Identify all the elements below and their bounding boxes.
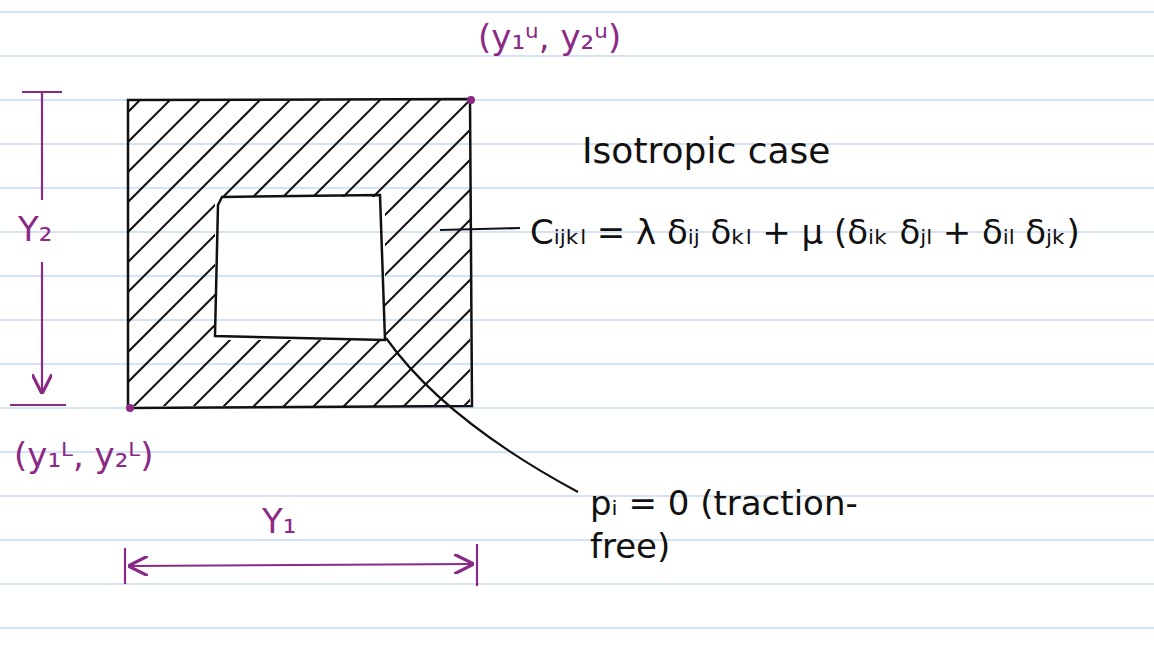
unit-cell-outline: [128, 99, 472, 408]
stiffness-formula: Cᵢⱼₖₗ = λ δᵢⱼ δₖₗ + μ (δᵢₖ δⱼₗ + δᵢₗ δⱼₖ…: [530, 200, 1090, 265]
leader-line: [440, 228, 520, 230]
dimension-label: Y₁: [262, 500, 332, 543]
note-heading: Isotropic case: [582, 128, 942, 173]
corner-dot: [467, 96, 475, 104]
corner-coordinate: (y₁ᵘ, y₂ᵘ): [478, 16, 718, 59]
dimension-label: Y₂: [18, 208, 78, 251]
corner-dot: [126, 404, 134, 412]
hole-outline: [215, 195, 385, 340]
boundary-condition: pᵢ = 0 (traction-free): [590, 482, 860, 567]
ruled-paper-lines: [0, 12, 1154, 628]
leader-line: [386, 338, 578, 492]
width-dimension: [125, 544, 477, 586]
corner-coordinate: (y₁ᴸ, y₂ᴸ): [14, 434, 254, 477]
